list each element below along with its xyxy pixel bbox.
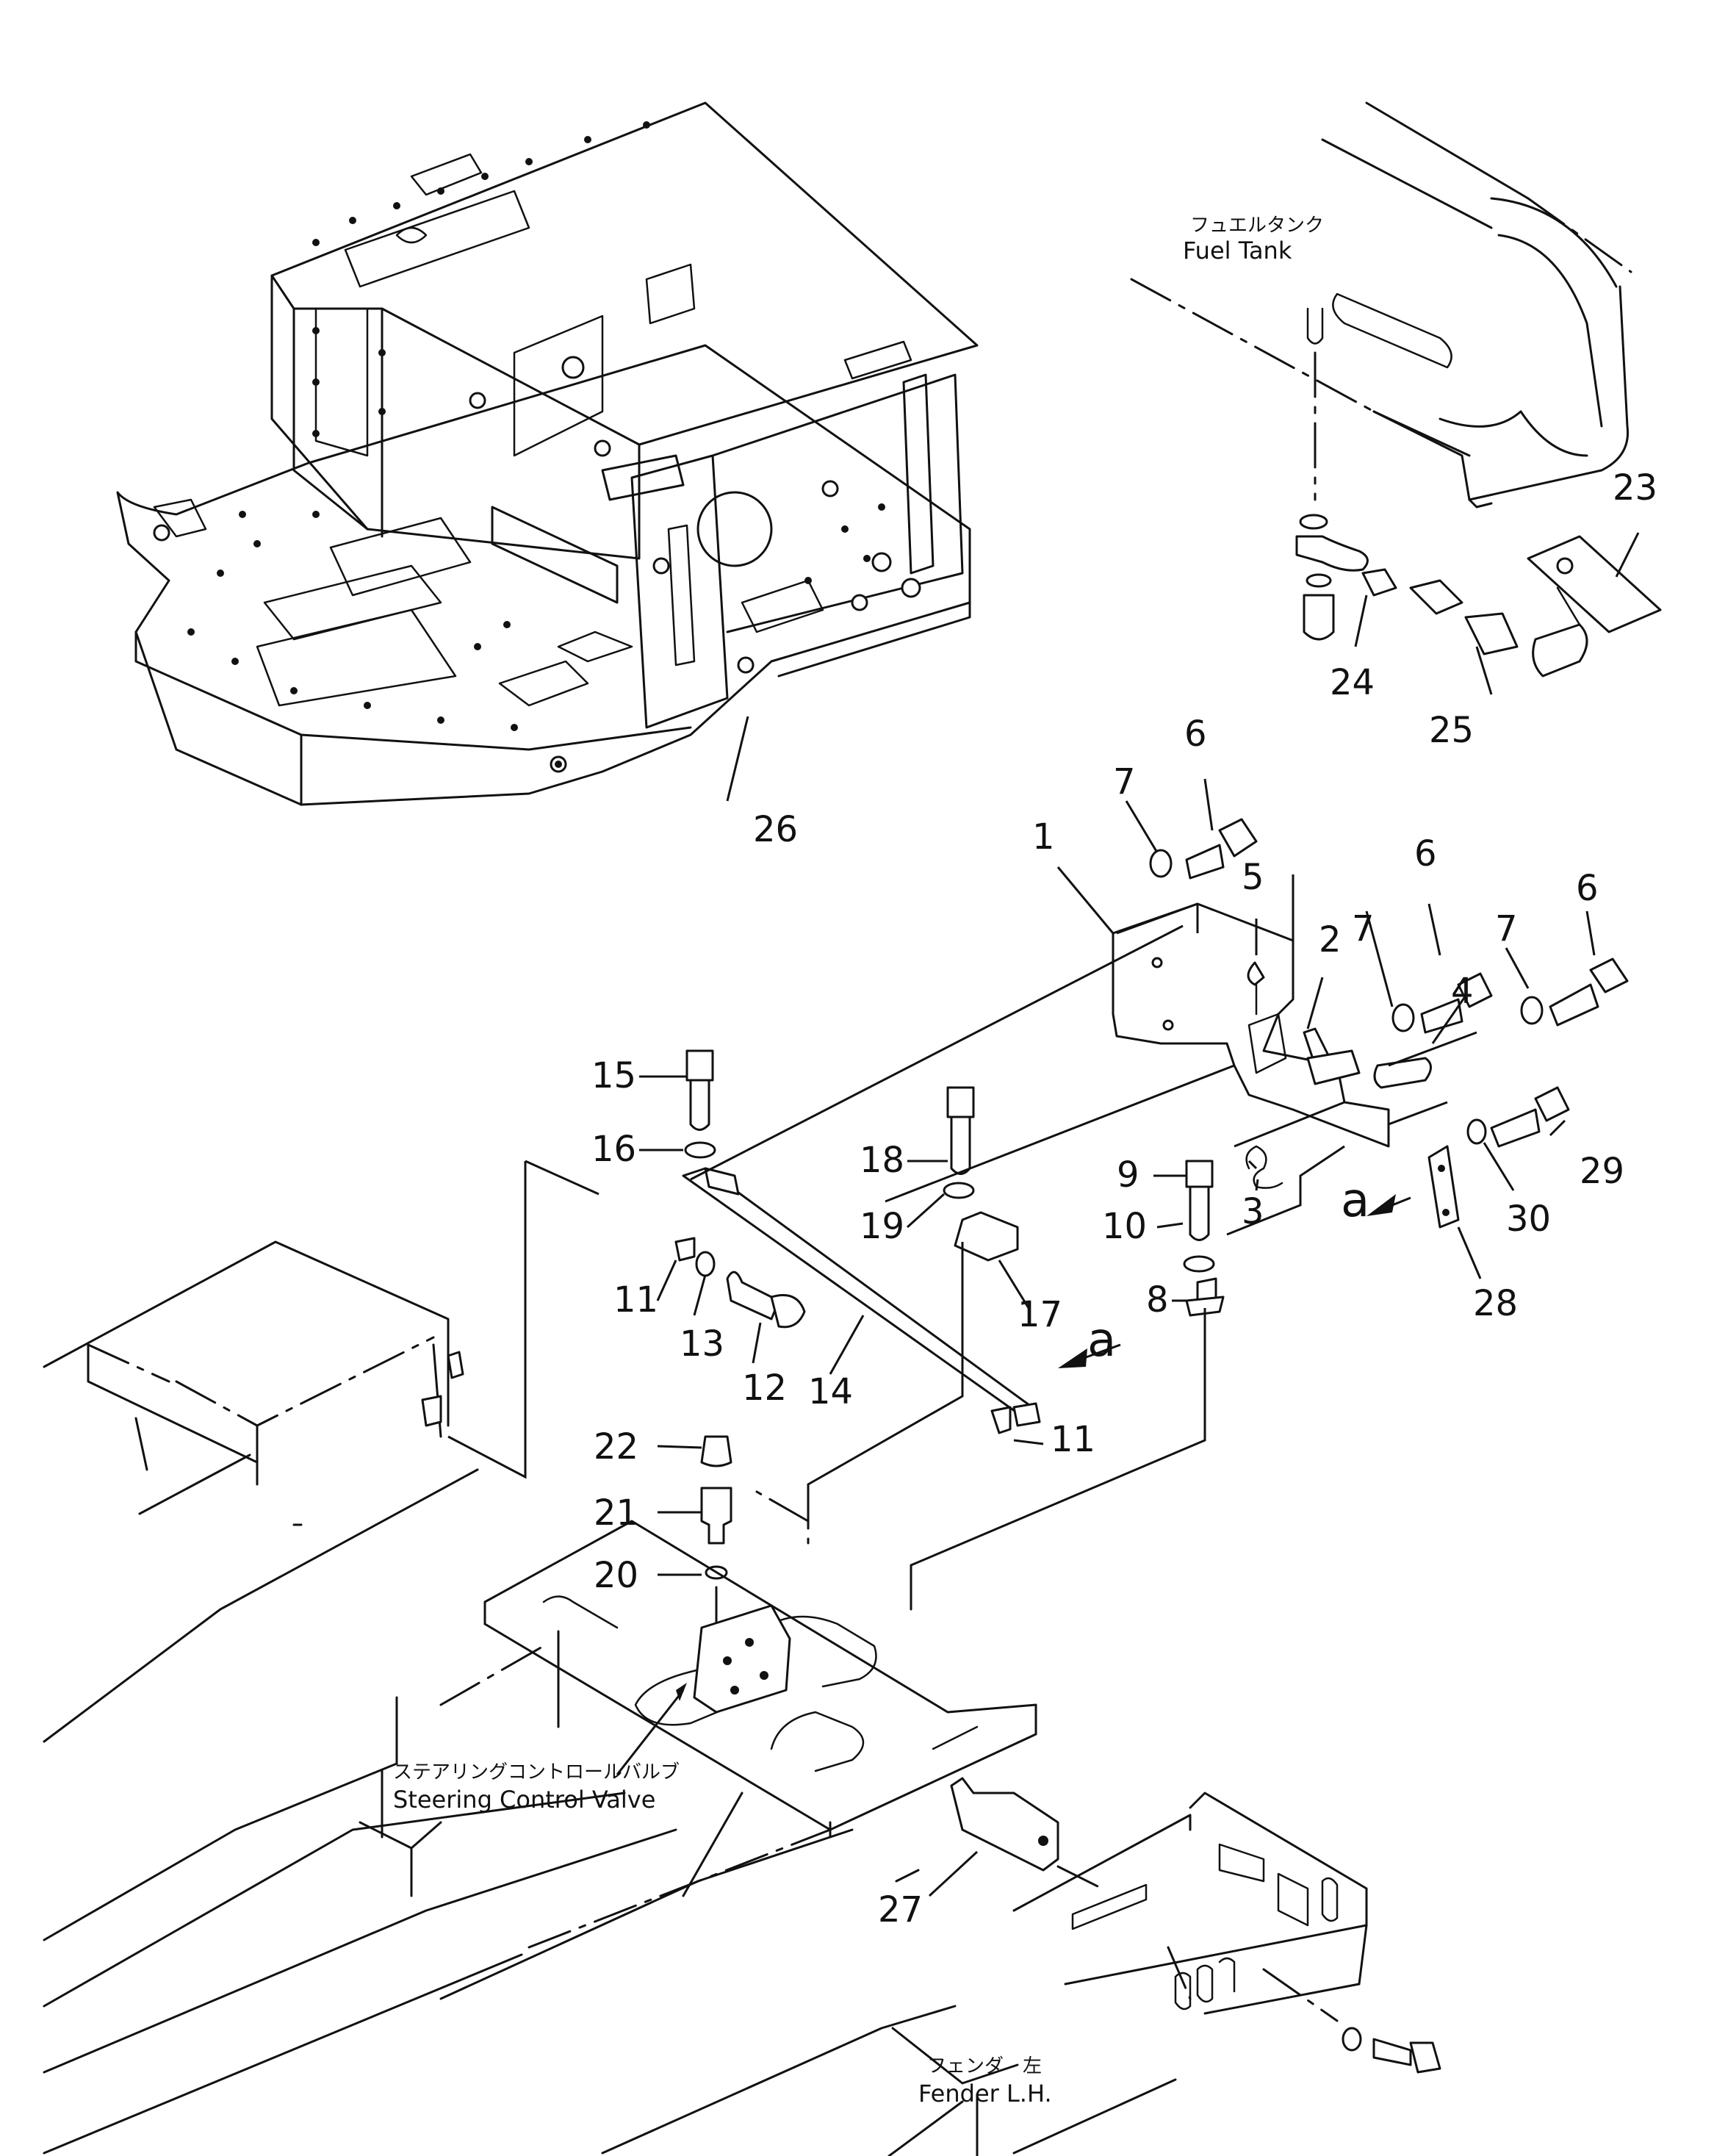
- part-number: 9: [1117, 1154, 1139, 1196]
- part-number: 7: [1352, 908, 1375, 949]
- fuel-tank-label-jp: フュエルタンク: [1190, 215, 1324, 237]
- part-number: 4: [1451, 971, 1474, 1012]
- part-number: 7: [1113, 761, 1136, 802]
- drain-plug-outline: [1306, 307, 1324, 345]
- steering-valve-label-en: Steering Control Valve: [393, 1786, 655, 1814]
- bolt-9-10: [1183, 1160, 1215, 1273]
- view-mark-a: a: [1087, 1313, 1116, 1368]
- part-number: 25: [1429, 710, 1474, 751]
- steering-valve-platform: [483, 1520, 1037, 1839]
- part-number: 11: [613, 1279, 658, 1320]
- part-number: 11: [1051, 1419, 1095, 1460]
- part-number: 8: [1146, 1279, 1169, 1320]
- fuel-tank: [1130, 101, 1632, 509]
- part-number: 6: [1414, 833, 1437, 874]
- callout-leaders: [639, 532, 1640, 1897]
- part-number: 14: [808, 1371, 853, 1412]
- main-frame-lines: [43, 1630, 1177, 2155]
- part-number: 22: [594, 1426, 638, 1467]
- fitting-stack: [700, 1435, 732, 1580]
- steering-valve-label-jp: ステアリングコントロールバルブ: [393, 1761, 680, 1783]
- part-number: 2: [1319, 919, 1342, 960]
- part-number: 6: [1184, 714, 1207, 755]
- view-mark-a: a: [1341, 1174, 1369, 1228]
- part-number: 3: [1242, 1191, 1264, 1232]
- part-number: 12: [742, 1368, 787, 1409]
- part-number: 10: [1102, 1206, 1147, 1247]
- part-number: 24: [1330, 662, 1375, 703]
- part-number: 18: [860, 1140, 904, 1181]
- floor-frame-assembly: [116, 101, 979, 806]
- fuel-tank-label-en: Fuel Tank: [1183, 237, 1292, 265]
- fender-lh: [887, 1777, 1441, 2156]
- assembly-lines: [447, 874, 1477, 1662]
- part-number: 13: [680, 1323, 724, 1365]
- control-rod: [674, 1167, 1225, 1434]
- part-number: 28: [1473, 1283, 1518, 1324]
- lever-bracket: [1112, 902, 1432, 1189]
- fender-label-en: Fender L.H.: [918, 2080, 1052, 2108]
- part-number: 15: [591, 1055, 636, 1096]
- part-number: 29: [1580, 1151, 1624, 1192]
- bolt-set-6-7: [1149, 818, 1629, 1034]
- fender-label-jp: フェンダ 左: [927, 2055, 1042, 2077]
- part-number: 5: [1242, 857, 1264, 898]
- part-number: 26: [753, 809, 798, 850]
- bolt-15-16: [684, 1049, 716, 1159]
- part-number: 20: [594, 1555, 638, 1596]
- bolt-18-19: [943, 1086, 975, 1199]
- part-number: 16: [591, 1129, 636, 1170]
- part-number: 7: [1495, 908, 1518, 949]
- part-number: 23: [1613, 467, 1657, 509]
- part-number: 21: [594, 1492, 638, 1534]
- part-number: 17: [1018, 1294, 1062, 1335]
- part-number: 6: [1576, 868, 1599, 909]
- plate-28: [1427, 1086, 1570, 1229]
- part-number: 1: [1032, 816, 1055, 858]
- part-number: 19: [860, 1206, 904, 1247]
- left-body-cover: [43, 1240, 479, 1743]
- part-number: 30: [1506, 1199, 1551, 1240]
- part-number: 27: [878, 1889, 923, 1930]
- drain-valve-group: [1295, 514, 1662, 678]
